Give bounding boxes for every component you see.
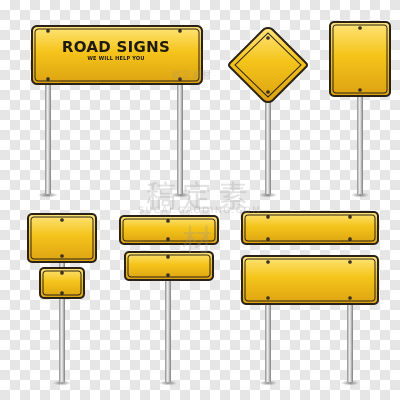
sign-post — [165, 278, 171, 382]
watermark-brand: 稿定素材 — [146, 180, 254, 259]
sign-panel — [228, 26, 308, 104]
ground-shadow — [259, 192, 277, 198]
sign-panel-inner-border — [244, 258, 376, 302]
sign-panel — [27, 213, 97, 263]
sign-post — [45, 80, 51, 194]
sign-panel-inner-border — [30, 216, 94, 260]
large-banner-sign — [31, 25, 203, 198]
sign-panel-inner-border — [127, 254, 211, 278]
ground-shadow — [38, 192, 58, 198]
sign-panel — [31, 25, 203, 85]
sign-panel-inner-border — [244, 214, 376, 242]
vertical-sign — [329, 21, 391, 198]
sign-subtitle: WE WILL HELP YOU — [87, 56, 145, 62]
sign-panel-inner-border — [332, 24, 388, 94]
sign-post — [59, 260, 65, 382]
sign-panel-inner-border — [42, 270, 82, 296]
diamond-sign — [228, 26, 308, 198]
sign-post — [357, 92, 363, 194]
ground-shadow — [159, 380, 177, 386]
wide-two-panel-sign — [241, 211, 379, 386]
sign-panel — [119, 215, 219, 245]
sign-panel — [39, 267, 85, 299]
watermark-corner: 稿定素材 — [172, 71, 213, 81]
ground-shadow — [53, 380, 71, 386]
ground-shadow — [259, 380, 277, 386]
sign-post — [265, 95, 271, 194]
sign-panel — [329, 21, 391, 97]
ground-shadow — [170, 192, 190, 198]
sign-panel-inner-border — [122, 218, 216, 242]
sign-panel — [241, 255, 379, 305]
sign-panel — [124, 251, 214, 281]
sign-panel-inner-border — [234, 32, 302, 98]
sign-post — [177, 80, 183, 194]
two-box-sign — [27, 213, 97, 386]
sign-panel-inner-border — [34, 28, 200, 82]
sign-panel — [241, 211, 379, 245]
watermark-url: SUCAI.GAODING.COM — [138, 206, 262, 216]
ground-shadow — [341, 380, 359, 386]
sign-title: ROAD SIGNS — [61, 38, 171, 56]
two-bar-sign — [119, 215, 219, 386]
sign-post — [265, 300, 271, 382]
sign-post — [347, 300, 353, 382]
ground-shadow — [351, 192, 369, 198]
